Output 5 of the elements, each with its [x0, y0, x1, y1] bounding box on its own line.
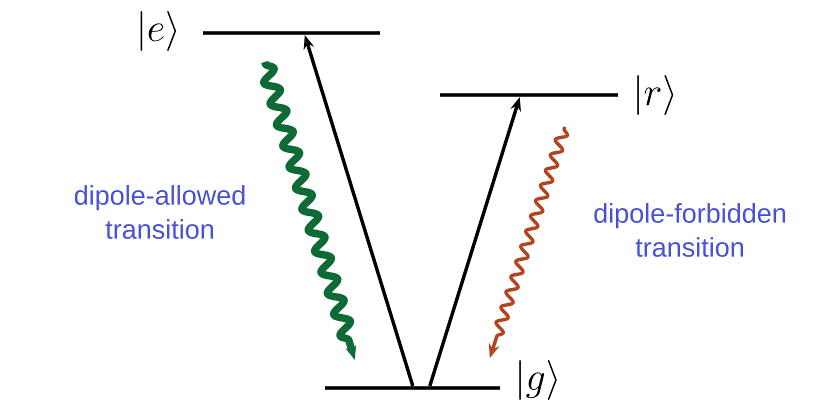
- edge-label: dipole-forbidden transition: [594, 203, 786, 257]
- state-label: $|r\rangle$: [637, 75, 674, 115]
- state-label: $|g\rangle$: [519, 360, 557, 400]
- state-label: $|e\rangle$: [140, 11, 176, 51]
- edge-label: dipole-allowed transition: [74, 185, 245, 239]
